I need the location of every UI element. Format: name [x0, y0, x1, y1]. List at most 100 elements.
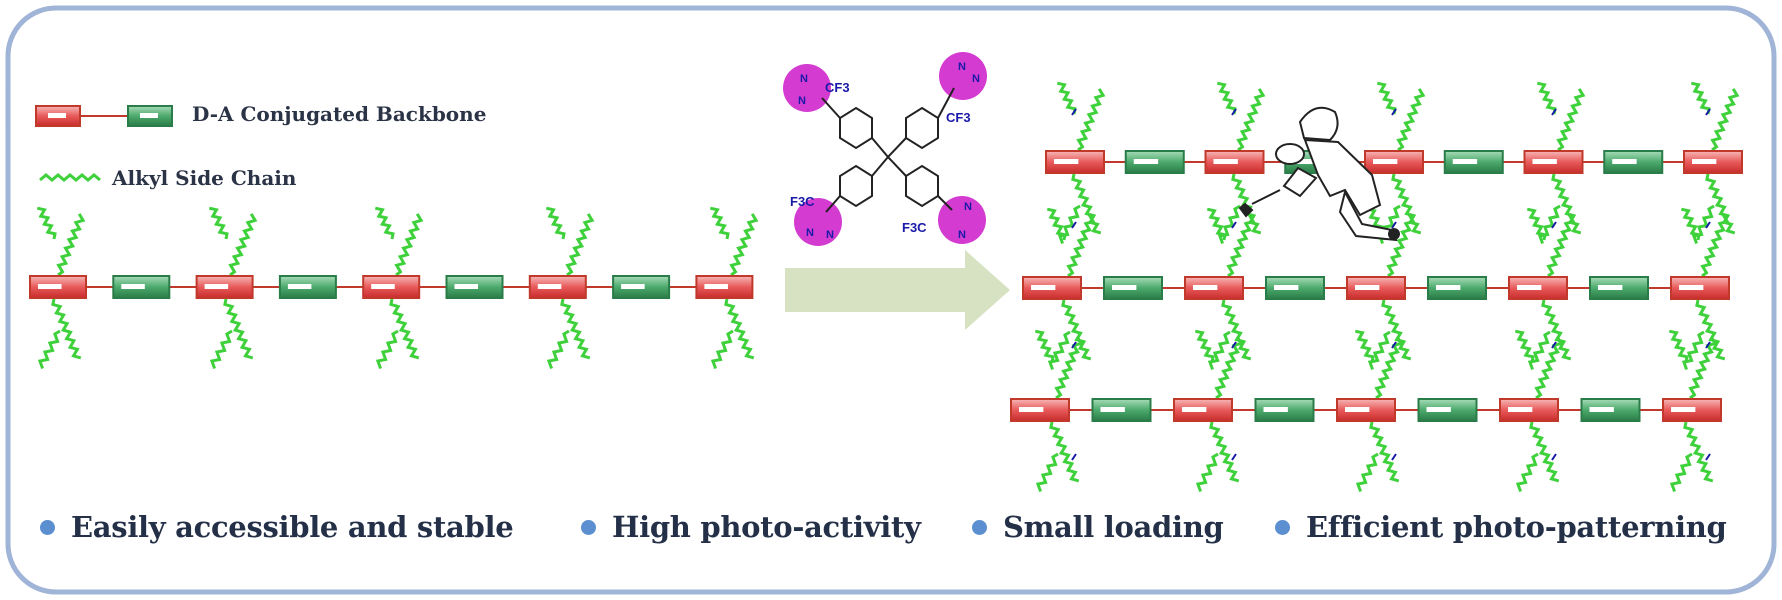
crosslink-mark — [1231, 221, 1237, 229]
alkyl-side-chain — [1374, 336, 1404, 400]
alkyl-side-chain — [1386, 214, 1416, 278]
bullet-dot-icon — [1275, 519, 1290, 535]
alkyl-side-chain — [394, 213, 424, 277]
diazirine-n-5: N — [806, 227, 814, 239]
crosslink-mark — [1071, 221, 1077, 229]
alkyl-side-chain — [1066, 214, 1096, 278]
bullet-dot-icon — [972, 519, 987, 535]
crosslink-mark — [1551, 108, 1557, 116]
diazirine-n-4: N — [972, 73, 980, 85]
alkyl-side-chain — [1226, 214, 1256, 278]
crosslink-mark — [1071, 108, 1077, 116]
process-arrow — [785, 250, 1010, 330]
crosslink-mark — [1705, 221, 1711, 229]
diazirine-highlight-top-right — [939, 52, 987, 100]
crosslink-mark — [1391, 221, 1397, 229]
crosslinked-network — [1010, 81, 1743, 493]
f3c-label-bottom-right: F3C — [902, 220, 927, 235]
crosslink-mark — [1391, 453, 1397, 461]
alkyl-side-chain — [1209, 421, 1240, 483]
alkyl-side-chain — [710, 329, 734, 370]
f3c-label-bottom-left: F3C — [790, 194, 815, 209]
alkyl-side-chain — [1688, 336, 1718, 400]
alkyl-side-chain — [560, 298, 591, 360]
alkyl-side-chain — [1710, 88, 1740, 152]
alkyl-side-chain — [1216, 81, 1237, 115]
alkyl-side-chain — [1551, 173, 1582, 235]
alkyl-side-chain — [1035, 452, 1059, 493]
alkyl-side-chain — [1046, 207, 1067, 241]
alkyl-side-chain — [1049, 421, 1080, 483]
crosslink-mark — [1391, 108, 1397, 116]
alkyl-side-chain — [1396, 88, 1426, 152]
alkyl-side-chain — [375, 329, 399, 370]
alkyl-side-chain — [1680, 207, 1701, 241]
diazirine-n-7: N — [964, 201, 972, 213]
alkyl-side-chain — [1669, 452, 1693, 493]
diazirine-n-2: N — [798, 95, 806, 107]
alkyl-side-chain — [1690, 81, 1711, 115]
alkyl-side-chain — [1206, 207, 1227, 241]
alkyl-side-chain — [1536, 81, 1557, 115]
worker-figure-icon — [1238, 106, 1400, 242]
alkyl-side-chain — [1541, 299, 1572, 361]
alkyl-side-chain — [51, 298, 82, 360]
alkyl-side-chain — [37, 329, 61, 370]
alkyl-side-chain — [1354, 329, 1375, 363]
alkyl-side-chain — [1546, 214, 1576, 278]
alkyl-side-chain — [1381, 299, 1412, 361]
alkyl-side-chain — [1683, 421, 1714, 483]
cf3-label-top-left: CF3 — [825, 80, 850, 95]
alkyl-side-chain — [1376, 81, 1397, 115]
alkyl-side-chain — [545, 206, 566, 240]
crosslinker-molecule: CF3 CF3 F3C F3C N N N N N N N N — [783, 52, 987, 246]
alkyl-side-chain — [1194, 329, 1215, 363]
alkyl-side-chain — [1061, 299, 1092, 361]
legend-backbone-sample — [35, 105, 173, 127]
alkyl-side-chain — [729, 213, 759, 277]
alkyl-side-chain — [1076, 88, 1106, 152]
feature-list: Easily accessible and stable High photo-… — [40, 505, 1760, 549]
alkyl-side-chain — [565, 213, 595, 277]
crosslink-mark — [1705, 453, 1711, 461]
alkyl-side-chain — [1071, 173, 1102, 235]
alkyl-side-chain — [1529, 421, 1560, 483]
alkyl-side-chain — [1705, 173, 1736, 235]
feature-item-3: Small loading — [972, 505, 1224, 549]
crosslink-mark — [1705, 108, 1711, 116]
alkyl-side-chain — [374, 206, 395, 240]
alkyl-side-chain — [223, 298, 254, 360]
legend-sidechain-sample — [39, 173, 101, 182]
alkyl-side-chain — [1556, 88, 1586, 152]
alkyl-side-chain — [1221, 299, 1252, 361]
diazirine-n-1: N — [800, 73, 808, 85]
feature-text-4: Efficient photo-patterning — [1306, 510, 1727, 544]
diazirine-n-8: N — [958, 229, 966, 241]
alkyl-side-chain — [1534, 336, 1564, 400]
feature-text-2: High photo-activity — [612, 510, 921, 544]
alkyl-side-chain — [1695, 299, 1726, 361]
feature-item-4: Efficient photo-patterning — [1275, 505, 1727, 549]
alkyl-side-chain — [36, 206, 57, 240]
alkyl-side-chain — [228, 213, 258, 277]
diazirine-n-6: N — [826, 229, 834, 241]
single-polymer-chain — [29, 206, 759, 370]
alkyl-side-chain — [1236, 88, 1266, 152]
alkyl-side-chain — [1034, 329, 1055, 363]
alkyl-side-chain — [1526, 207, 1547, 241]
bullet-dot-icon — [40, 519, 55, 535]
crosslink-mark — [1705, 341, 1711, 349]
alkyl-side-chain — [209, 329, 233, 370]
alkyl-side-chain — [208, 206, 229, 240]
feature-text-3: Small loading — [1003, 510, 1224, 544]
alkyl-side-chain — [1369, 421, 1400, 483]
crosslink-mark — [1551, 221, 1557, 229]
crosslink-mark — [1231, 108, 1237, 116]
cf3-label-top-right: CF3 — [946, 110, 971, 125]
alkyl-side-chain — [1214, 336, 1244, 400]
alkyl-side-chain — [1054, 336, 1084, 400]
bullet-dot-icon — [581, 519, 596, 535]
diazirine-highlight-top-left — [783, 64, 831, 112]
crosslink-mark — [1071, 453, 1077, 461]
